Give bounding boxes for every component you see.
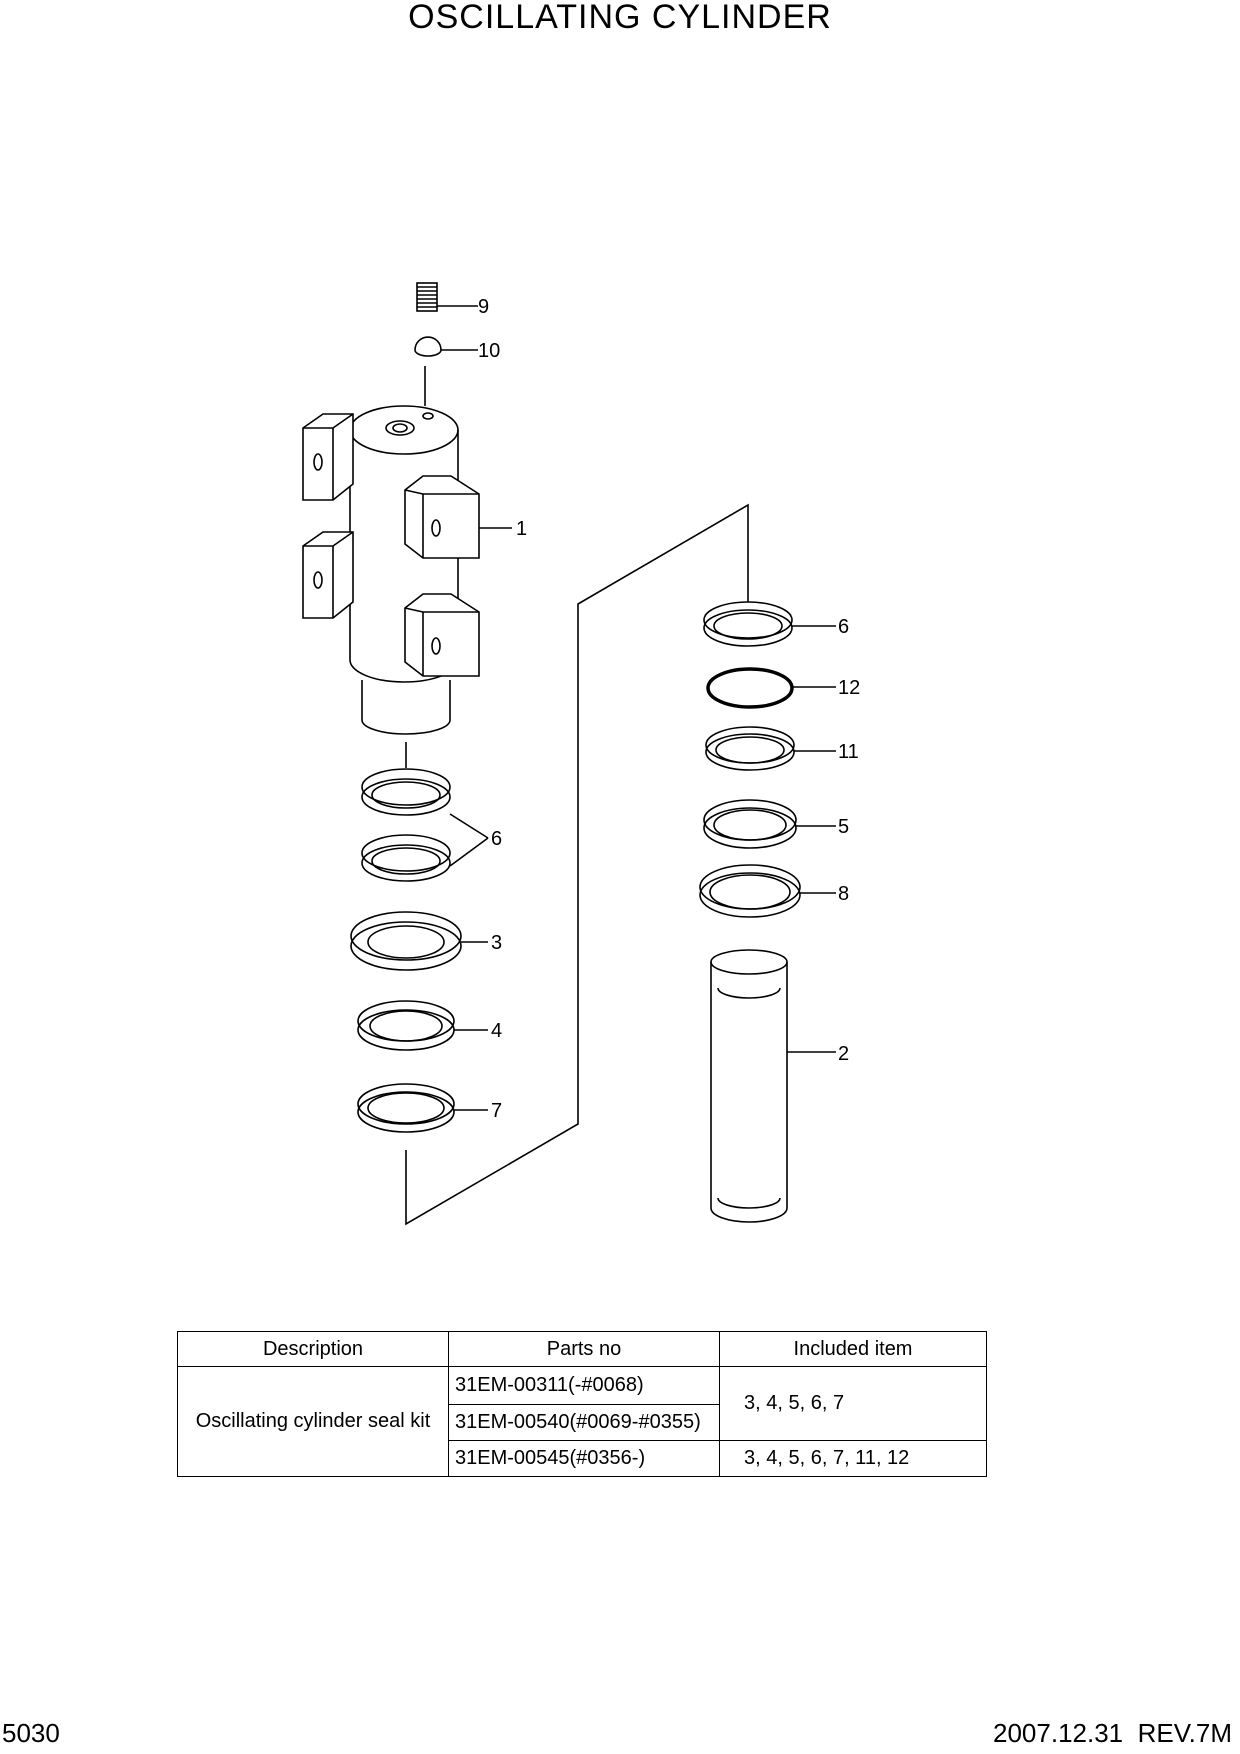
- kit-description: Oscillating cylinder seal kit: [177, 1366, 449, 1477]
- part-6-bushing-upper: [361, 768, 451, 816]
- callout-8: 8: [838, 883, 849, 905]
- seal-kit-table: Description Parts no Included item Oscil…: [177, 1331, 987, 1477]
- included-items-2: 3, 4, 5, 6, 7, 11, 12: [719, 1440, 987, 1477]
- callout-10: 10: [478, 340, 500, 362]
- callout-5: 5: [838, 816, 849, 838]
- header-parts-no: Parts no: [448, 1331, 720, 1367]
- revision-date: 2007.12.31 REV.7M: [993, 1718, 1232, 1748]
- callout-11: 11: [838, 741, 859, 763]
- part-6-bushing-right: [703, 601, 836, 647]
- part-8-wear-ring: [699, 864, 836, 918]
- callout-3: 3: [491, 932, 502, 954]
- header-included-item: Included item: [719, 1331, 987, 1367]
- part-6-bushing-lower: [361, 834, 451, 882]
- part-11-backup-ring: [705, 726, 836, 771]
- part-2-pin: [710, 949, 836, 1223]
- callout-6-right: 6: [838, 616, 849, 638]
- callout-2: 2: [838, 1043, 849, 1065]
- part-number-1: 31EM-00311(-#0068): [448, 1366, 720, 1405]
- callout-12: 12: [838, 677, 860, 699]
- part-10-steel-ball: [414, 336, 478, 357]
- header-description: Description: [177, 1331, 449, 1367]
- part-5-seal-ring: [703, 799, 836, 849]
- callout-9: 9: [478, 296, 489, 318]
- part-9-set-screw: [416, 282, 478, 312]
- part-12-o-ring: [706, 667, 836, 709]
- included-items-1: 3, 4, 5, 6, 7: [719, 1366, 987, 1441]
- assembly-path-line: [405, 503, 749, 1226]
- part-7-dust-seal: [357, 1083, 488, 1133]
- callout-4: 4: [491, 1020, 502, 1042]
- exploded-parts-diagram: 9 10 1: [302, 282, 860, 1226]
- page-title: OSCILLATING CYLINDER: [408, 0, 832, 36]
- callout-1: 1: [516, 518, 527, 540]
- callout-7: 7: [491, 1100, 502, 1122]
- part-number-2: 31EM-00540(#0069-#0355): [448, 1404, 720, 1441]
- part-4-seal-ring: [357, 1000, 488, 1051]
- part-3-thrust-ring: [350, 911, 488, 971]
- page-number: 5030: [2, 1718, 60, 1748]
- part-number-3: 31EM-00545(#0356-): [448, 1440, 720, 1477]
- part-1-cylinder-body: [302, 366, 512, 768]
- callout-6-left: 6: [491, 828, 502, 850]
